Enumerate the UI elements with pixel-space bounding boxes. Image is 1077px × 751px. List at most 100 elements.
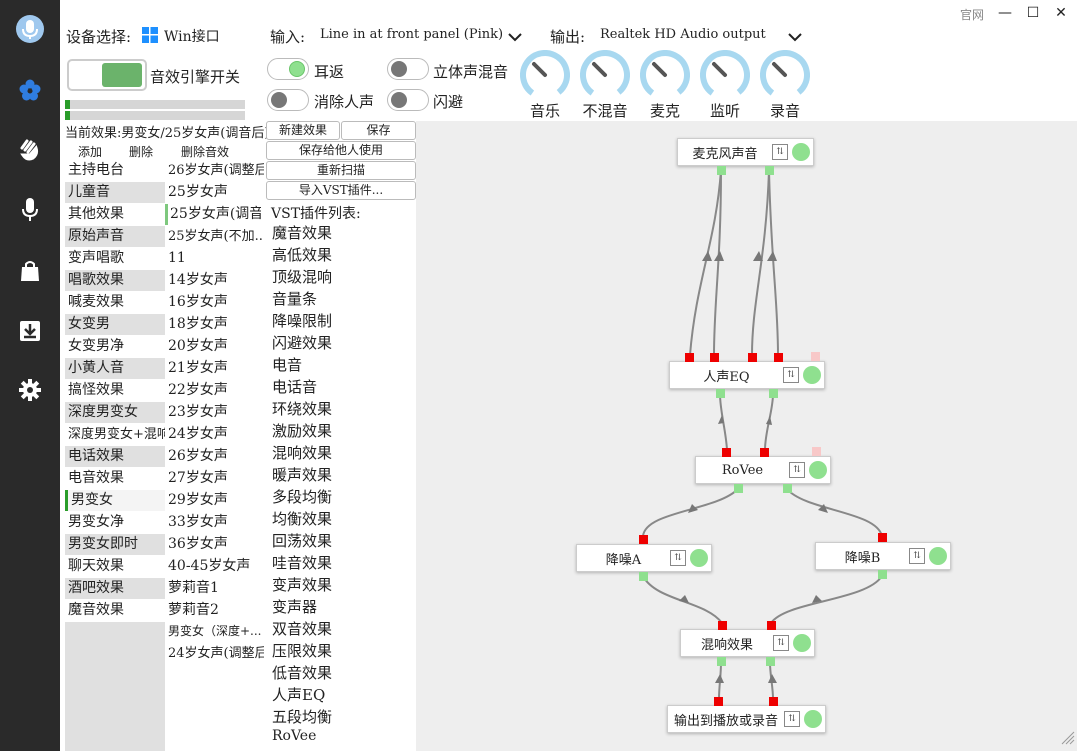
vst-plugin-item[interactable]: 魔音效果 <box>272 224 333 242</box>
preset-item[interactable]: 14岁女声 <box>168 272 228 288</box>
category-item[interactable]: 男变女即时 <box>65 534 165 555</box>
category-item[interactable]: 魔音效果 <box>68 602 124 618</box>
input-port[interactable] <box>812 447 821 456</box>
new-effect-button[interactable]: 新建效果 <box>266 121 340 140</box>
input-port[interactable] <box>748 353 757 362</box>
slider-settings-icon[interactable]: ⇅ <box>783 367 799 383</box>
import-vst-button[interactable]: 导入VST插件... <box>266 181 416 200</box>
slider-settings-icon[interactable]: ⇅ <box>773 635 789 651</box>
category-item[interactable]: 聊天效果 <box>68 558 124 574</box>
official-site-link[interactable]: 官网 <box>960 8 985 22</box>
preset-item[interactable]: 16岁女声 <box>168 294 228 310</box>
vst-plugin-item[interactable]: 均衡效果 <box>272 510 333 528</box>
output-port[interactable] <box>783 484 792 493</box>
output-port[interactable] <box>639 572 648 581</box>
output-port[interactable] <box>734 484 743 493</box>
input-port[interactable] <box>811 352 820 361</box>
flower-effects-icon[interactable] <box>15 75 45 105</box>
vst-plugin-item[interactable]: 环绕效果 <box>272 400 333 418</box>
preset-item[interactable]: 36岁女声 <box>168 536 228 552</box>
node-rovee[interactable]: RoVee ⇅ <box>695 456 831 484</box>
preset-item[interactable]: 40-45岁女声 <box>168 558 251 574</box>
ear-return-toggle[interactable] <box>267 58 309 80</box>
preset-item[interactable]: 29岁女声 <box>168 492 228 508</box>
status-dot[interactable] <box>690 549 708 567</box>
input-port[interactable] <box>714 697 723 706</box>
category-item[interactable]: 主持电台 <box>68 162 124 178</box>
input-port[interactable] <box>685 353 694 362</box>
input-port[interactable] <box>774 353 783 362</box>
slider-settings-icon[interactable]: ⇅ <box>789 462 805 478</box>
preset-item[interactable]: 18岁女声 <box>168 316 228 332</box>
vst-plugin-item[interactable]: 高低效果 <box>272 246 333 264</box>
output-port[interactable] <box>717 657 726 666</box>
preset-item[interactable]: 11 <box>168 250 186 266</box>
category-item[interactable]: 其他效果 <box>68 206 124 222</box>
vst-plugin-item[interactable]: 多段均衡 <box>272 488 333 506</box>
slider-settings-icon[interactable]: ⇅ <box>784 711 800 727</box>
status-dot[interactable] <box>792 143 810 161</box>
node-output[interactable]: 输出到播放或录音 ⇅ <box>667 705 826 733</box>
device-value[interactable]: Win接口 <box>164 29 220 45</box>
node-denoise-a[interactable]: 降噪A ⇅ <box>576 544 712 572</box>
node-denoise-b[interactable]: 降噪B ⇅ <box>815 542 951 570</box>
output-port[interactable] <box>717 166 726 175</box>
preset-item[interactable]: 萝莉音1 <box>168 580 219 596</box>
vst-plugin-item[interactable]: 电话音 <box>272 378 318 396</box>
vst-plugin-item[interactable]: 混响效果 <box>272 444 333 462</box>
output-port[interactable] <box>765 166 774 175</box>
no-mix-knob[interactable] <box>580 50 630 100</box>
status-dot[interactable] <box>793 634 811 652</box>
effect-graph-canvas[interactable]: 麦克风声音 ⇅ 人声EQ ⇅ RoVee ⇅ 降噪A ⇅ 降噪B ⇅ 混响效果 … <box>416 121 1077 751</box>
slider-settings-icon[interactable]: ⇅ <box>670 550 686 566</box>
output-port[interactable] <box>766 657 775 666</box>
node-vocal-eq[interactable]: 人声EQ ⇅ <box>669 361 825 389</box>
mic-logo-icon[interactable] <box>15 14 45 44</box>
node-reverb[interactable]: 混响效果 ⇅ <box>680 629 815 657</box>
category-item[interactable]: 唱歌效果 <box>65 270 165 291</box>
vst-plugin-item[interactable]: 闪避效果 <box>272 334 333 352</box>
preset-item[interactable]: 33岁女声 <box>168 514 228 530</box>
category-item[interactable]: 小黄人音 <box>65 358 165 379</box>
record-volume-knob[interactable] <box>760 50 810 100</box>
vst-plugin-item[interactable]: 电音 <box>272 356 303 374</box>
input-port[interactable] <box>769 697 778 706</box>
vst-plugin-item[interactable]: 暖声效果 <box>272 466 333 484</box>
input-port[interactable] <box>718 621 727 630</box>
rescan-button[interactable]: 重新扫描 <box>266 161 416 180</box>
vst-plugin-item[interactable]: 低音效果 <box>272 664 333 682</box>
vst-plugin-item[interactable]: 音量条 <box>272 290 318 308</box>
engine-switch[interactable] <box>67 59 147 91</box>
category-item[interactable]: 酒吧效果 <box>65 578 165 599</box>
preset-item[interactable]: 25岁女声 <box>168 184 228 200</box>
output-select[interactable]: Realtek HD Audio output <box>600 27 766 42</box>
node-mic-input[interactable]: 麦克风声音 ⇅ <box>677 138 814 166</box>
vst-plugin-item[interactable]: 顶级混响 <box>272 268 333 286</box>
stereo-mix-toggle[interactable] <box>387 58 429 80</box>
category-item[interactable]: 喊麦效果 <box>68 294 124 310</box>
output-port[interactable] <box>769 389 778 398</box>
vst-plugin-item[interactable]: 激励效果 <box>272 422 333 440</box>
preset-item[interactable]: 25岁女声(调音后) <box>165 204 261 225</box>
maximize-button[interactable]: ☐ <box>1026 5 1040 21</box>
close-button[interactable]: ✕ <box>1055 5 1067 21</box>
download-icon[interactable] <box>15 316 45 346</box>
hand-wave-icon[interactable] <box>15 134 45 164</box>
preset-item[interactable]: 22岁女声 <box>168 382 228 398</box>
vst-plugin-item[interactable]: 压限效果 <box>272 642 333 660</box>
vst-plugin-item[interactable]: 人声EQ <box>272 686 326 704</box>
category-item[interactable]: 电话效果 <box>65 446 165 467</box>
vst-plugin-item[interactable]: 回荡效果 <box>272 532 333 550</box>
delete-button[interactable]: 删除 <box>129 145 154 159</box>
save-button[interactable]: 保存 <box>341 121 416 140</box>
gear-icon[interactable] <box>15 375 45 405</box>
minimize-button[interactable]: — <box>998 5 1012 21</box>
ducking-toggle[interactable] <box>387 89 429 111</box>
vst-plugin-item[interactable]: RoVee <box>272 728 317 744</box>
vst-plugin-item[interactable]: 哇音效果 <box>272 554 333 572</box>
preset-item[interactable]: 男变女（深度+... <box>168 624 262 638</box>
preset-item[interactable]: 26岁女声(调整后) <box>168 163 264 178</box>
preset-item[interactable]: 25岁女声(不加... <box>168 229 264 244</box>
preset-item[interactable]: 24岁女声(调整后) <box>168 646 264 661</box>
status-dot[interactable] <box>804 710 822 728</box>
